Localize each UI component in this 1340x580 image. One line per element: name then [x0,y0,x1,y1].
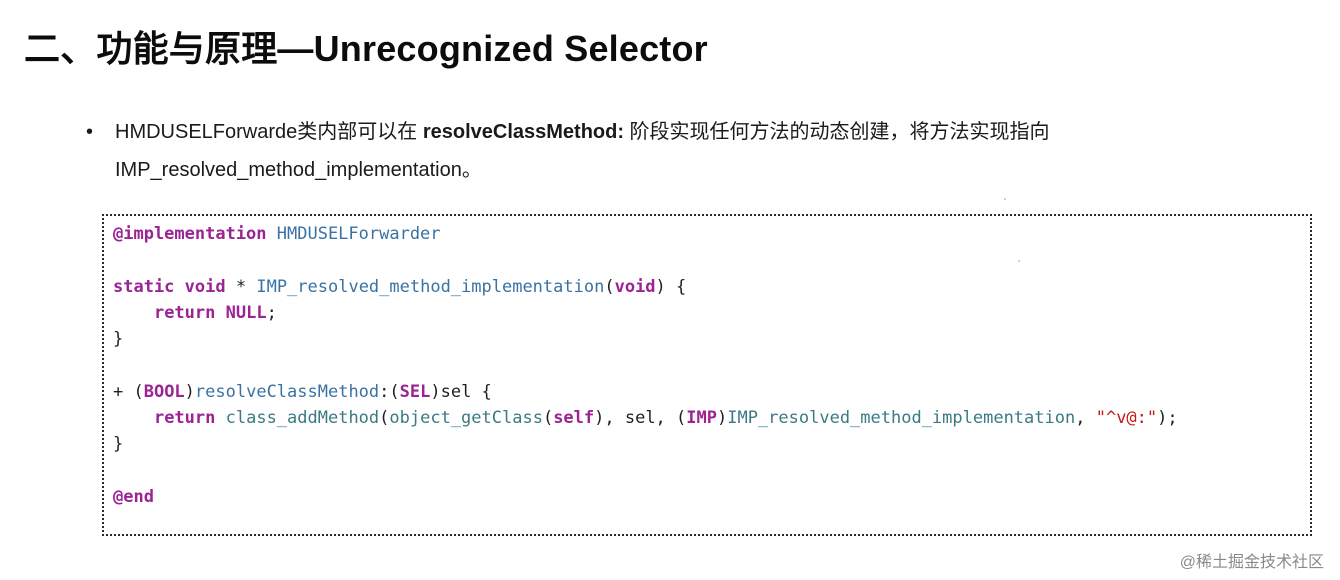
code-keyword: @implementation [113,224,267,244]
code-line-5: } [113,326,1178,352]
code-token: + ( [113,381,144,402]
code-token: ( [379,408,390,429]
code-keyword: void [184,276,226,297]
code-token: ); [1157,408,1178,429]
code-keyword: return [153,408,216,429]
page-title: 二、功能与原理—Unrecognized Selector [24,28,708,69]
code-function-name: resolveClassMethod [194,381,380,402]
code-keyword: return [153,302,216,323]
code-string: "^v@:" [1095,408,1158,429]
code-line-3: static void * IMP_resolved_method_implem… [113,274,1178,300]
code-function-name: object_getClass [389,408,543,429]
code-token: } [113,434,124,455]
bullet-text-part1: HMDUSELForwarde类内部可以在 [115,121,423,143]
code-line-11: @end [113,484,1178,510]
code-keyword: SEL [399,381,431,402]
bullet-text: HMDUSELForwarde类内部可以在 resolveClassMethod… [115,113,1286,189]
code-token: ; [266,302,277,323]
code-keyword: BOOL [143,381,185,402]
code-function-name: class_addMethod [225,408,380,429]
code-line-8: return class_addMethod(object_getClass(s… [113,405,1178,431]
code-token: , [1075,408,1096,429]
code-token: :( [379,381,400,402]
code-line-9: } [113,431,1178,457]
decorative-speck [1004,198,1006,200]
bullet-marker: • [86,121,94,143]
code-token: } [113,329,124,350]
code-token: ( [604,276,615,297]
code-line-4: return NULL; [113,300,1178,326]
code-function-name: IMP_resolved_method_implementation [256,276,605,297]
code-line-7: + (BOOL)resolveClassMethod:(SEL)sel { [113,379,1178,405]
code-token: ) [184,381,195,402]
code-token: ( [542,408,554,429]
code-keyword: NULL [225,302,267,323]
code-token: * [225,276,257,297]
code-keyword: void [614,276,656,297]
code-keyword: IMP [686,408,717,429]
code-line-1: @implementation HMDUSELForwarder [113,221,1178,247]
bullet-text-line2: IMP_resolved_method_implementation。 [115,159,482,181]
bullet-text-part2: 阶段实现任何方法的动态创建，将方法实现指向 [624,121,1050,143]
bullet-text-bold: resolveClassMethod: [422,121,624,143]
code-block: @implementation HMDUSELForwarder static … [102,214,1312,536]
code-keyword: @end [113,486,154,507]
code-line-6 [113,352,1178,378]
code-listing: @implementation HMDUSELForwarder static … [113,221,1178,510]
code-class-name: HMDUSELForwarder [266,224,441,244]
decorative-speck [1018,260,1020,262]
code-token: ), sel, ( [594,408,687,429]
code-function-name: IMP_resolved_method_implementation [727,408,1076,429]
bullet-item: • HMDUSELForwarde类内部可以在 resolveClassMeth… [86,113,1286,189]
code-token: )sel { [430,381,492,402]
code-token: ) [716,408,728,429]
watermark: @稀土掘金技术社区 [1179,554,1324,571]
code-keyword: self [553,408,595,429]
code-keyword: static [113,276,175,297]
code-token: ) { [655,276,687,297]
code-line-10 [113,458,1178,484]
